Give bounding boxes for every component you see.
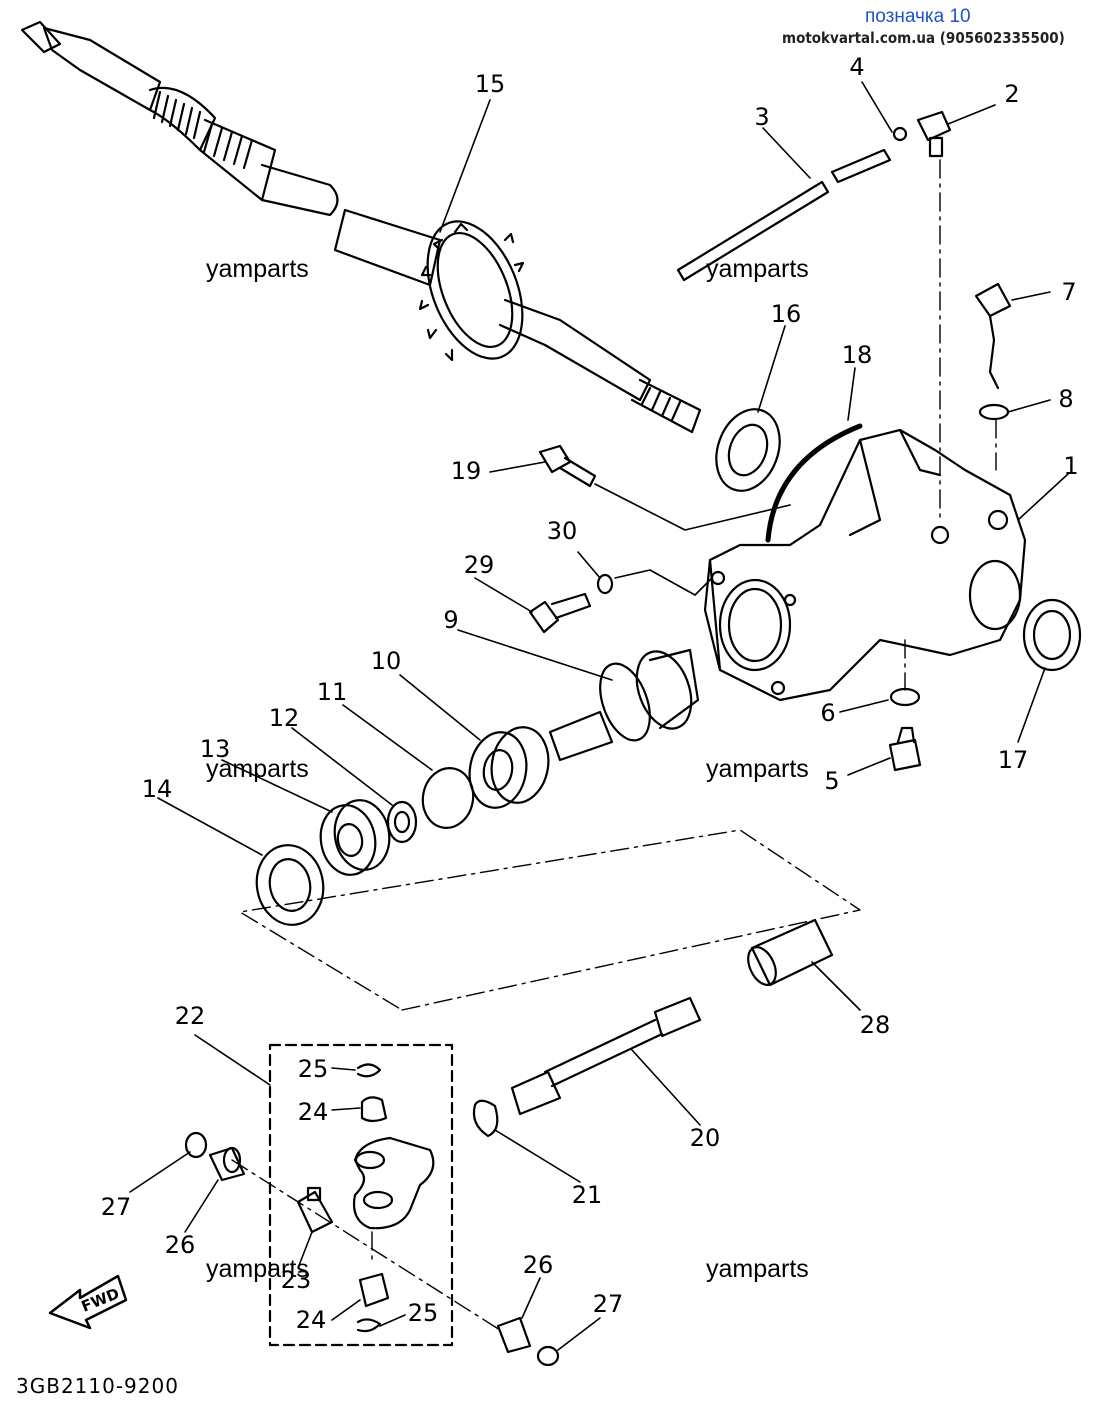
bearing-13-part [319, 799, 391, 876]
part-label: 13 [199, 735, 231, 763]
circlip-21-part [472, 1099, 499, 1138]
cross-joint-part [296, 1186, 334, 1234]
bushing-26-part [208, 1146, 532, 1354]
washer-30-part [596, 573, 614, 595]
watermark-text: yamparts [706, 1255, 809, 1283]
breather-hose-part [676, 110, 952, 282]
part-label: 26 [164, 1231, 196, 1259]
part-label: 11 [316, 678, 348, 706]
coupling-28-part [747, 918, 834, 987]
diagram-code: 3GB2110-9200 [16, 1374, 179, 1398]
page-title: позначка 10 [865, 6, 971, 27]
bearing-retainer-part [255, 844, 325, 926]
oil-seal-16-part [715, 408, 781, 492]
part-label: 5 [824, 767, 840, 795]
universal-joint-group-box [268, 1043, 454, 1347]
bearing-cap-24-part [358, 1096, 390, 1308]
part-label: 12 [268, 704, 300, 732]
part-label: 6 [820, 699, 836, 727]
part-label: 2 [1004, 80, 1020, 108]
gasket-6-part [889, 687, 921, 707]
part-label: 29 [463, 551, 495, 579]
assembly-guide-lines [231, 159, 997, 1331]
part-label: 25 [407, 1299, 439, 1327]
leader-lines [129, 81, 1069, 1351]
forward-arrow-icon: FWD [48, 1274, 128, 1330]
part-label: 16 [770, 300, 802, 328]
part-label: 30 [546, 517, 578, 545]
part-label: 1 [1063, 452, 1079, 480]
part-label: 17 [997, 746, 1029, 774]
shim-11-part [421, 767, 475, 829]
source-site: motokvartal.com.ua (905602335500) [782, 29, 1065, 47]
part-label: 27 [592, 1290, 624, 1318]
washer-27-part [184, 1131, 560, 1367]
part-label: 10 [370, 647, 402, 675]
drive-shaft-part [20, 20, 702, 434]
o-ring-18-part [765, 423, 863, 543]
bolt-29-part [528, 592, 592, 634]
part-label: 9 [443, 606, 459, 634]
part-label: 27 [100, 1193, 132, 1221]
fwd-label: FWD [79, 1284, 122, 1315]
part-label: 28 [859, 1011, 891, 1039]
watermark-text: yamparts [206, 755, 309, 783]
part-label: 3 [754, 103, 770, 131]
part-label: 22 [174, 1002, 206, 1030]
yoke-part [352, 1136, 435, 1230]
drain-plug-part [974, 282, 1012, 421]
part-label: 21 [571, 1181, 603, 1209]
part-label: 24 [295, 1306, 327, 1334]
part-label: 18 [841, 341, 873, 369]
part-label: 23 [280, 1266, 312, 1294]
bearing-12-part [386, 800, 418, 844]
part-label: 20 [689, 1124, 721, 1152]
part-label: 7 [1061, 278, 1077, 306]
oil-seal-17-part [1022, 598, 1082, 672]
pinion-gear-part [548, 648, 700, 762]
part-label: 8 [1058, 385, 1074, 413]
watermark-text: yamparts [206, 255, 309, 283]
watermark-text: yamparts [706, 255, 809, 283]
part-label: 24 [297, 1098, 329, 1126]
part-label: 4 [849, 53, 865, 81]
part-label: 15 [474, 70, 506, 98]
watermark-text: yamparts [706, 755, 809, 783]
part-label: 26 [522, 1251, 554, 1279]
bearing-10-part [468, 726, 550, 809]
drive-shaft-20-part [510, 996, 702, 1116]
part-label: 19 [450, 457, 482, 485]
watermark-text: yamparts [206, 1255, 309, 1283]
part-label: 25 [297, 1055, 329, 1083]
bolt-19-part [538, 444, 597, 488]
drain-bolt-5-part [888, 726, 922, 772]
gear-case-housing [703, 428, 1027, 702]
part-label: 14 [141, 775, 173, 803]
circlip-25-part [356, 1063, 382, 1333]
